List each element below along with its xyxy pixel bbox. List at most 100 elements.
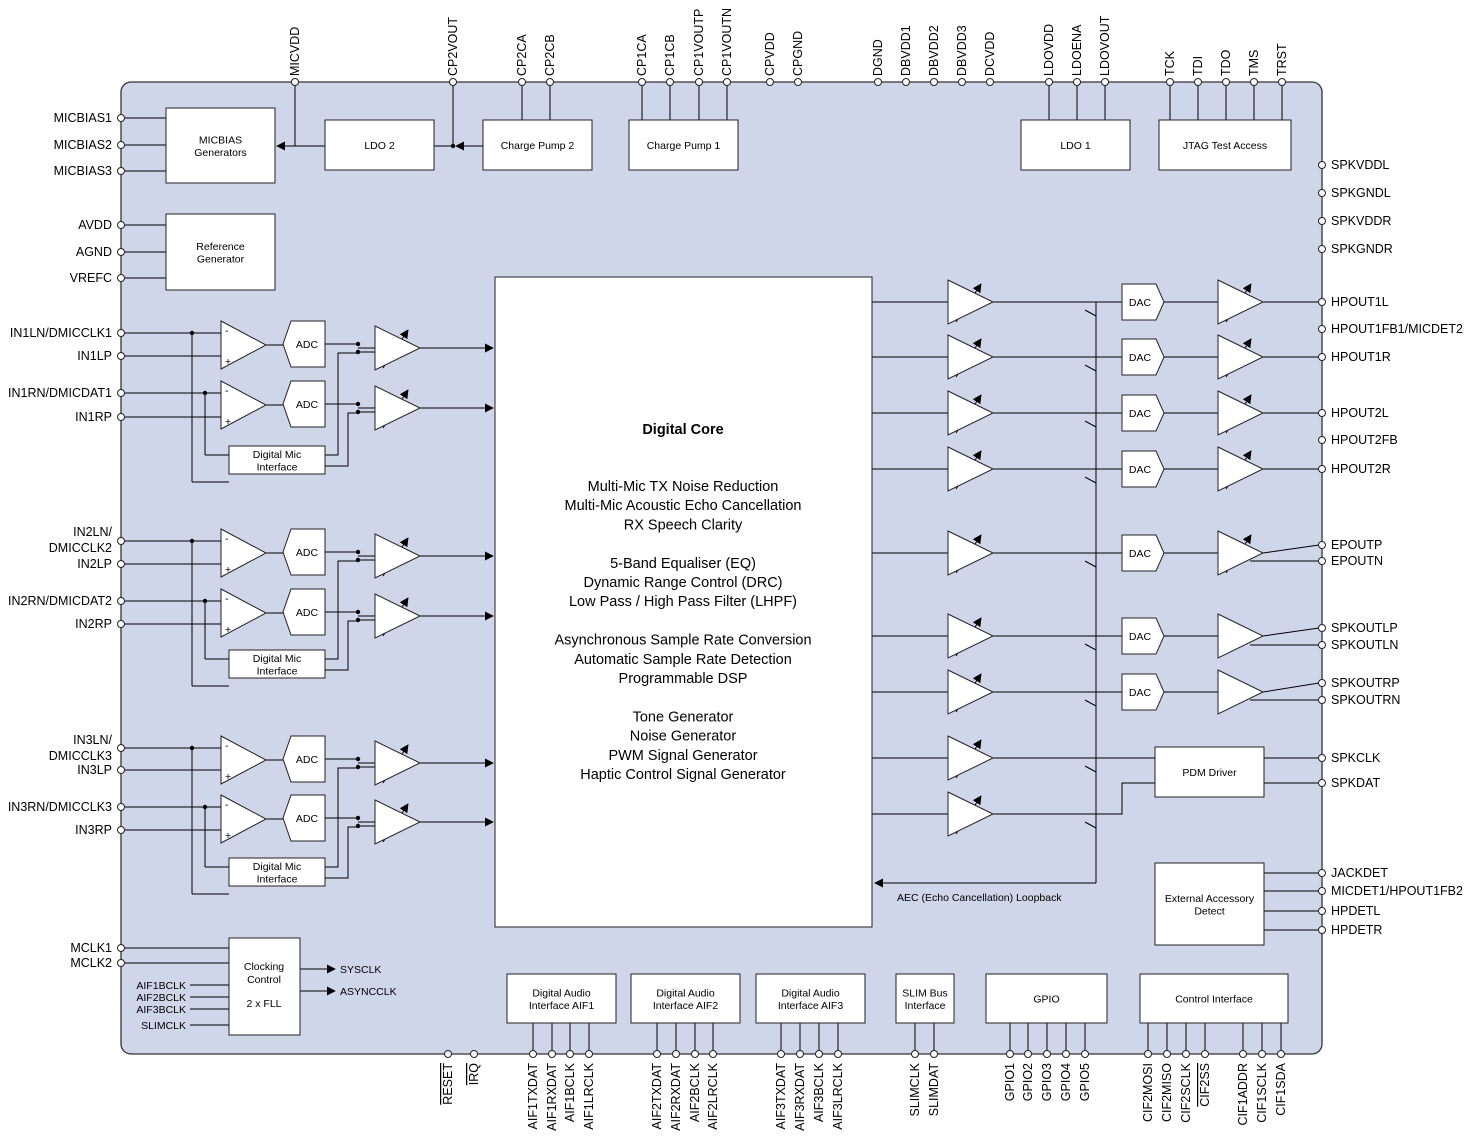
right-pin-label: SPKOUTLP <box>1331 621 1398 635</box>
pin <box>529 1050 537 1058</box>
charge-pump-1-block <box>628 119 739 171</box>
pin <box>1318 541 1326 549</box>
accessory-detect-block-label: External Accessory <box>1165 893 1255 905</box>
pin <box>117 944 125 952</box>
bottom-pin-label: IRQ <box>467 1063 481 1086</box>
minus-sign: - <box>225 325 229 337</box>
top-pin-label: DGND <box>871 39 885 76</box>
pin <box>1278 78 1286 86</box>
digital-core-feature: Automatic Sample Rate Detection <box>574 652 792 668</box>
aif3-block-label: Digital Audio <box>781 987 840 999</box>
bottom-pin-label: AIF2LRCLK <box>706 1062 720 1129</box>
pin <box>958 78 966 86</box>
dac-block <box>1121 394 1165 432</box>
junction-dot <box>202 598 208 604</box>
dmic-block <box>228 649 326 679</box>
pin <box>1006 1050 1014 1058</box>
adc-block-label: ADC <box>296 547 319 559</box>
pin <box>117 141 125 149</box>
bottom-pin-label: GPIO4 <box>1059 1063 1073 1101</box>
dmic-block-label: Interface <box>257 665 298 677</box>
pga-amplifier <box>947 390 995 436</box>
pin <box>1318 436 1326 444</box>
ldo1-block <box>1020 119 1131 171</box>
digital-core-feature: Dynamic Range Control (DRC) <box>583 575 782 591</box>
dmic-block-label: Interface <box>257 873 298 885</box>
pga-amplifier <box>947 446 995 492</box>
pin <box>1318 887 1326 895</box>
left-pin-label: AVDD <box>78 218 112 232</box>
dmic-block <box>228 445 326 475</box>
pin <box>815 1050 823 1058</box>
clocking-block <box>228 937 301 1036</box>
pin <box>1318 189 1326 197</box>
pga-amplifier <box>947 791 995 837</box>
adc-block-label: ADC <box>296 607 319 619</box>
aec-tap <box>1084 643 1097 651</box>
pdm-driver-block-label: PDM Driver <box>1182 767 1237 779</box>
pin <box>1318 754 1326 762</box>
pga-amplifier <box>374 385 422 431</box>
minus-sign: - <box>225 533 229 545</box>
plus-sign: + <box>225 416 231 428</box>
left-pin-label: IN1RP <box>75 410 112 424</box>
top-pin-label: LDOVOUT <box>1098 15 1112 76</box>
pin <box>470 1050 478 1058</box>
aec-tap <box>1084 765 1097 773</box>
pin <box>1318 245 1326 253</box>
left-pin-label: IN1RN/DMICDAT1 <box>8 386 112 400</box>
pin <box>117 167 125 175</box>
bottom-pin-label: AIF3RXDAT <box>793 1063 807 1131</box>
pin <box>1062 1050 1070 1058</box>
top-pin-label: CP2CB <box>543 34 557 76</box>
aif2-block-label: Digital Audio <box>656 987 715 999</box>
dac-label: DAC <box>1129 631 1152 643</box>
input-opamp <box>220 320 268 370</box>
gpio-block-label: GPIO <box>1033 994 1059 1006</box>
right-pin-label: MICDET1/HPOUT1FB2 <box>1331 884 1463 898</box>
input-opamp <box>220 528 268 578</box>
bottom-pin-label: GPIO5 <box>1078 1063 1092 1101</box>
pga-amplifier <box>374 740 422 786</box>
digital-core-title: Digital Core <box>642 422 723 438</box>
dac-block <box>1121 617 1165 655</box>
left-pin-label: DMICCLK3 <box>49 749 112 763</box>
pin <box>911 1050 919 1058</box>
top-pin-label: MICVDD <box>288 27 302 76</box>
pin <box>723 78 731 86</box>
pga-amplifier <box>1217 530 1265 576</box>
junction-dot <box>355 756 361 762</box>
bottom-pin-label: CIF2SS <box>1198 1063 1212 1107</box>
top-pin-label: CPGND <box>791 31 805 76</box>
left-pin-label: IN3LN/ <box>73 733 112 747</box>
pin <box>638 78 646 86</box>
pin <box>117 537 125 545</box>
pin <box>709 1050 717 1058</box>
pga-amplifier <box>947 530 995 576</box>
bottom-pin-label: CIF1ADDR <box>1236 1063 1250 1126</box>
junction-dot <box>189 538 195 544</box>
junction-dot <box>355 609 361 615</box>
right-pin-label: SPKGNDL <box>1331 186 1391 200</box>
pin <box>1250 78 1258 86</box>
dac-block <box>1121 338 1165 376</box>
dac-block <box>1121 450 1165 488</box>
adc-block <box>282 528 326 576</box>
bottom-pin-label: RESET <box>441 1063 455 1105</box>
digital-core-feature: Tone Generator <box>633 709 734 725</box>
top-pin-label: DBVDD1 <box>899 25 913 76</box>
aif3-block <box>755 973 866 1024</box>
pin <box>1182 1050 1190 1058</box>
junction-dot <box>450 143 456 149</box>
left-pin-label: IN3LP <box>77 763 112 777</box>
top-pin-label: DCVDD <box>983 32 997 76</box>
input-opamp <box>220 735 268 785</box>
bottom-pin-label: CIF1SDA <box>1274 1062 1288 1115</box>
plus-sign: + <box>225 624 231 636</box>
pin <box>874 78 882 86</box>
top-pin-label: TDI <box>1191 56 1205 76</box>
pin <box>1318 409 1326 417</box>
gpio-block <box>985 973 1108 1024</box>
adc-block-label: ADC <box>296 399 319 411</box>
bottom-pin-label: AIF1TXDAT <box>526 1063 540 1130</box>
